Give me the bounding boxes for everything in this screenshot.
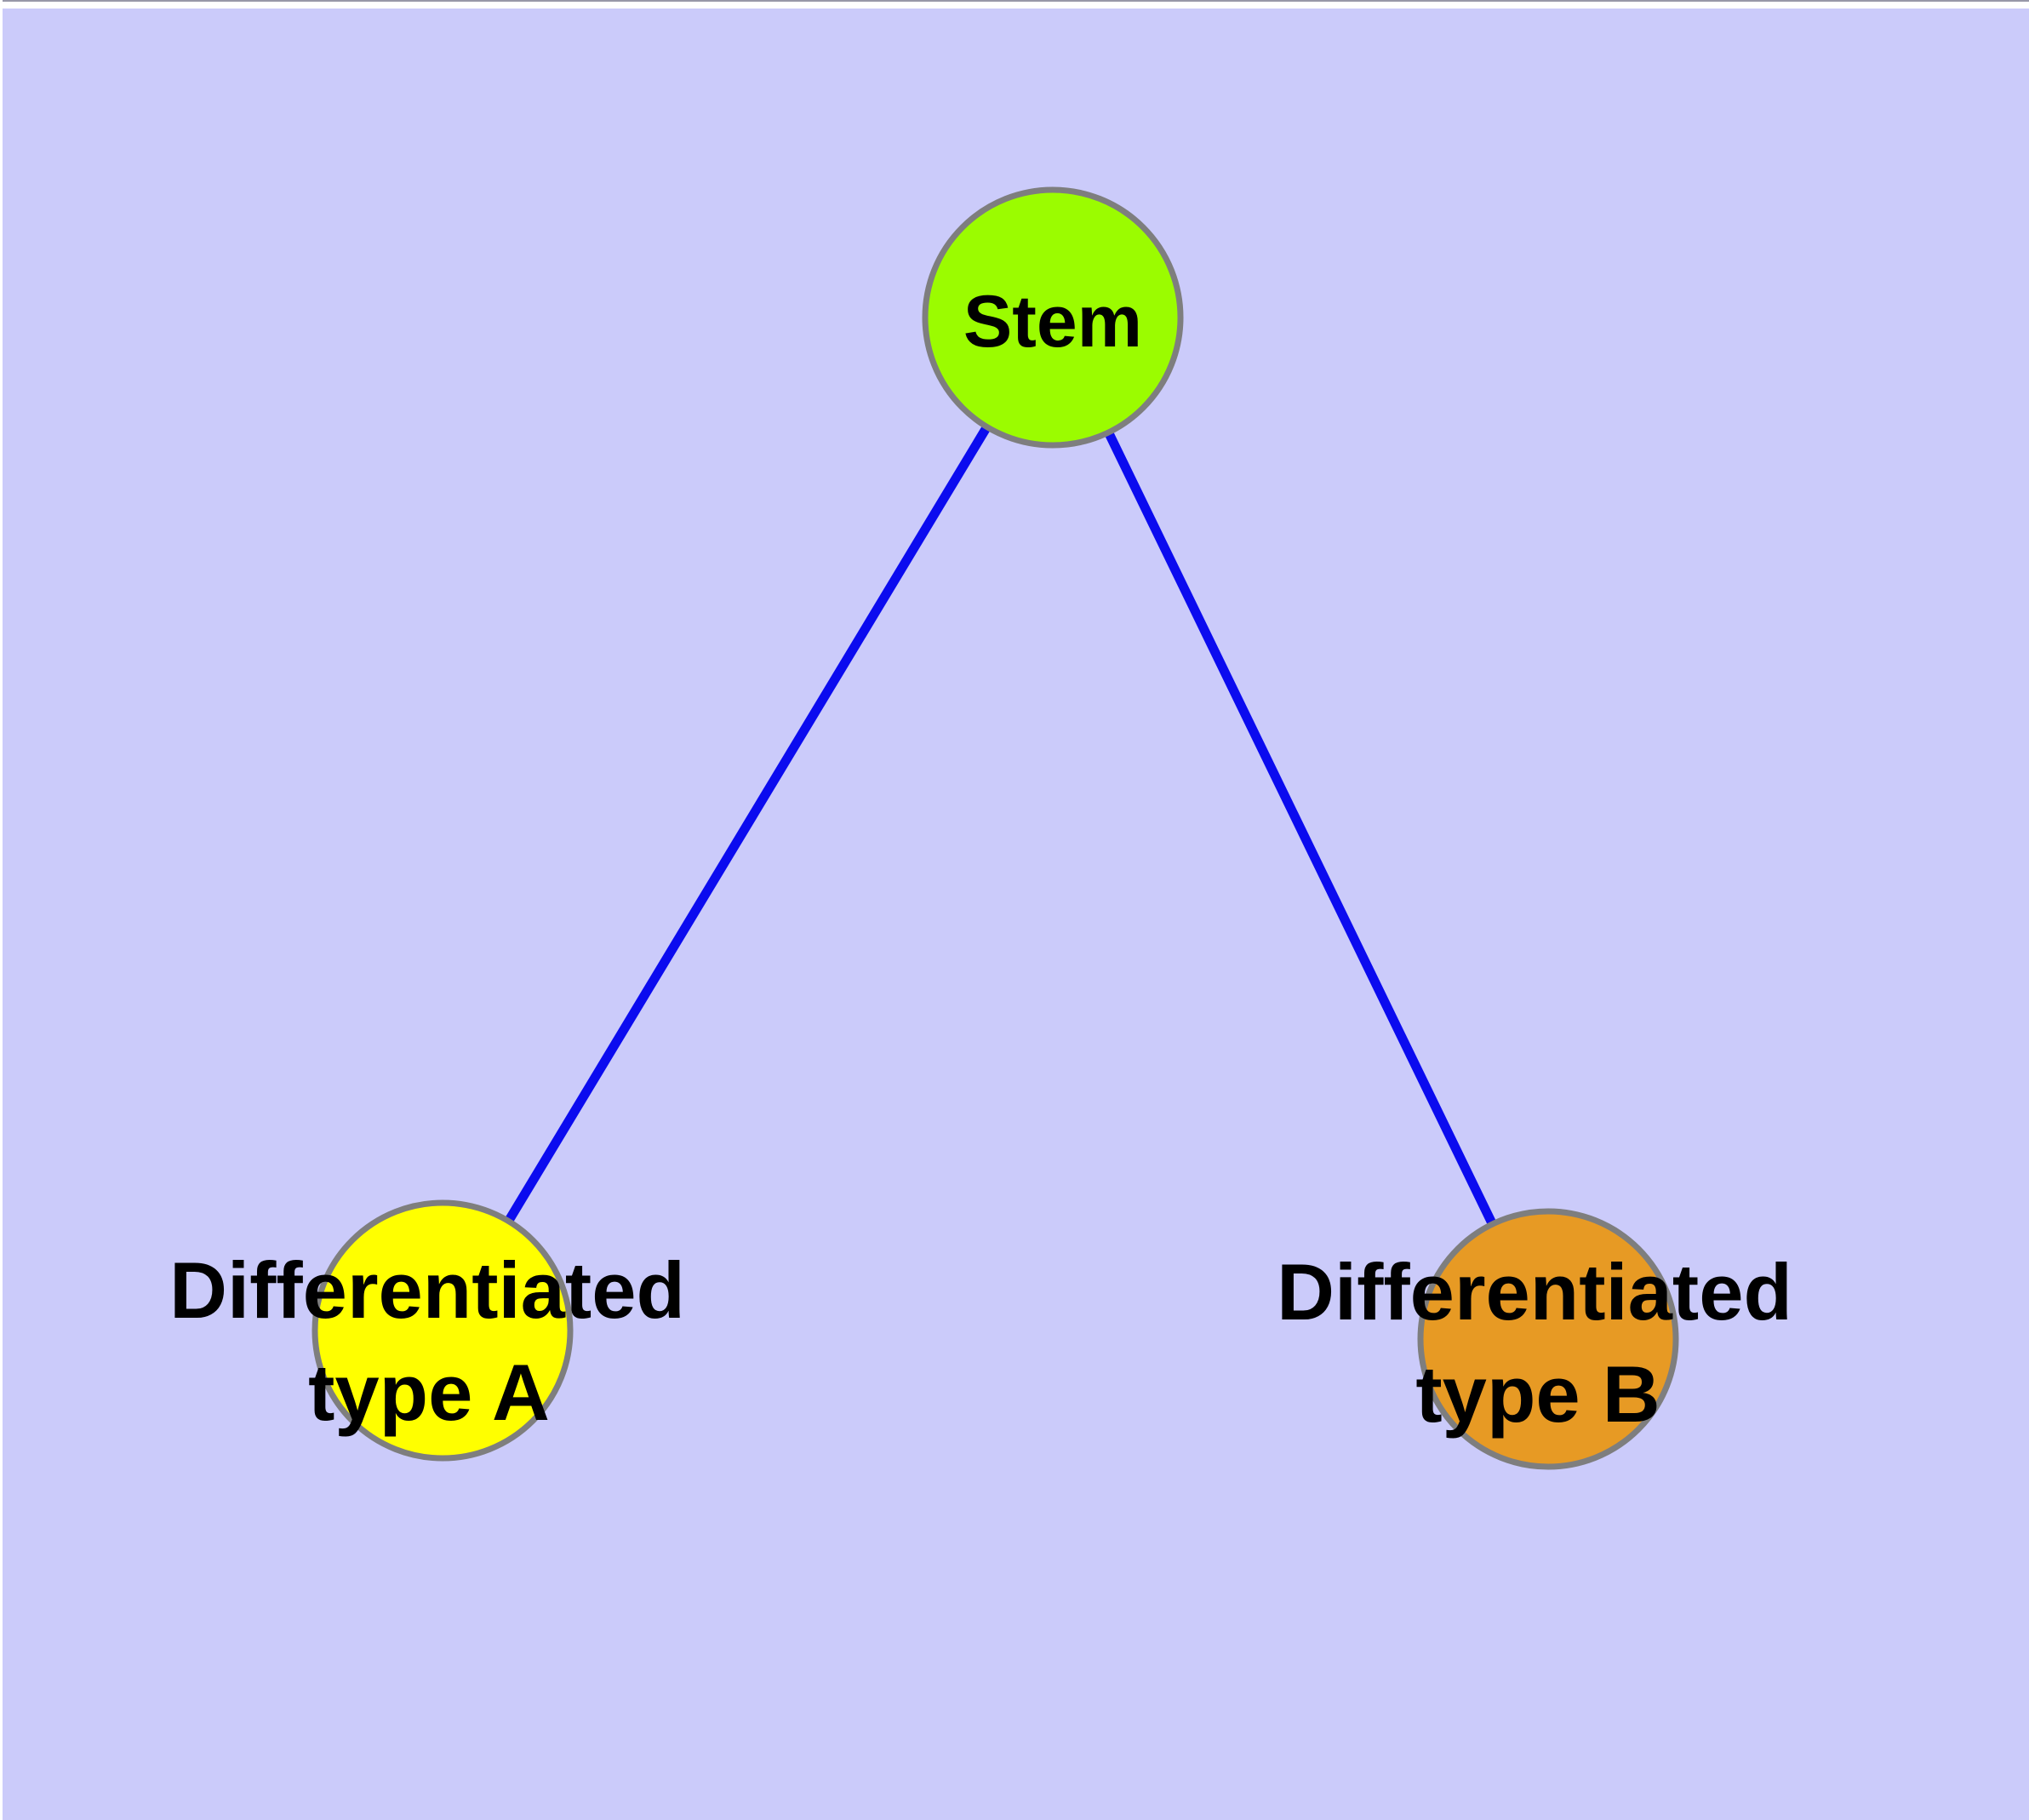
- node-stem-circle: [922, 186, 1184, 449]
- window-top-edge: [0, 0, 2029, 9]
- window-left-edge: [0, 0, 3, 1820]
- edge-stem-to-type-b: [1049, 315, 1552, 1342]
- edge-stem-to-type-a: [438, 315, 1057, 1333]
- node-type-a-label-line-1: Differentiated: [169, 1245, 685, 1335]
- window-top-hairline: [0, 0, 2029, 2]
- node-type-b-label-line-1: Differentiated: [1277, 1247, 1792, 1336]
- node-type-b-label-line-2: type B: [1415, 1349, 1660, 1439]
- node-type-a-circle: [311, 1199, 574, 1462]
- node-stem-label: Stem: [963, 281, 1142, 363]
- node-type-a-label-line-2: type A: [308, 1348, 550, 1437]
- node-type-b-circle: [1417, 1208, 1679, 1470]
